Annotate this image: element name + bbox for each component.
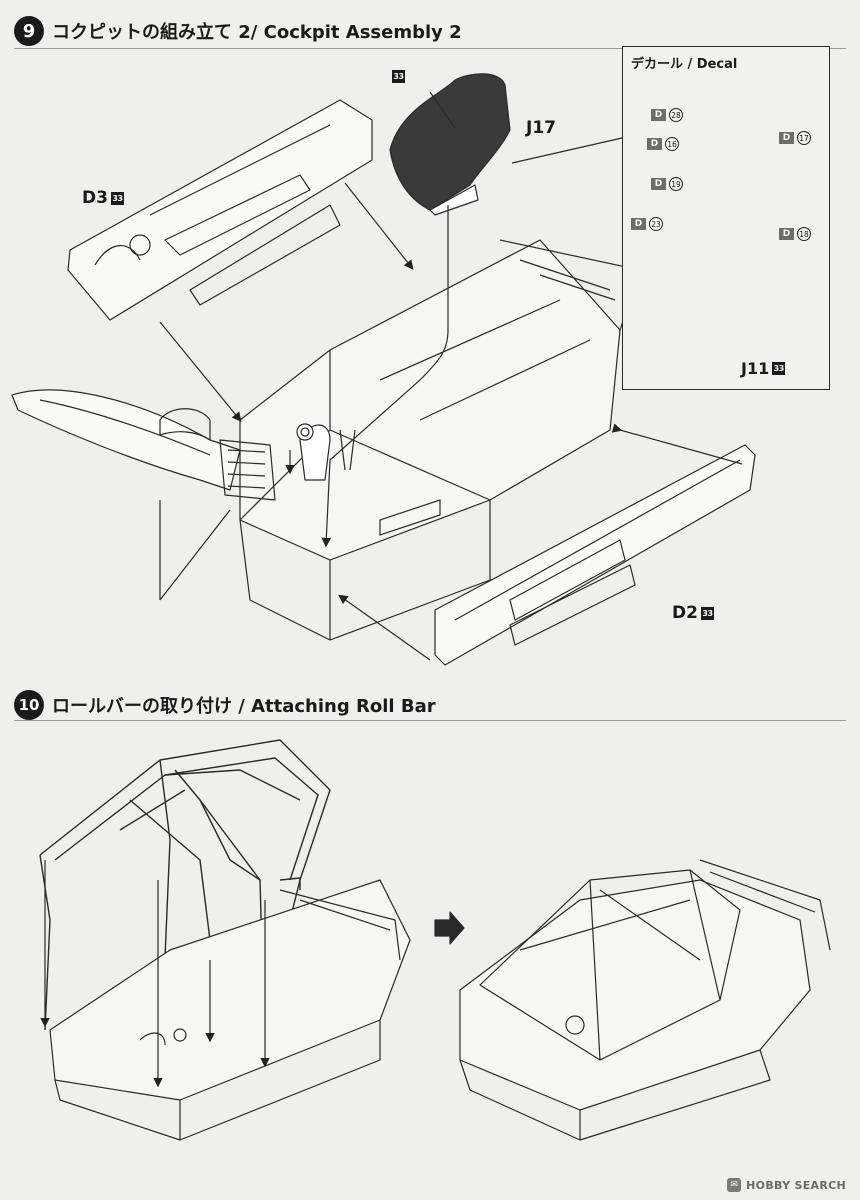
decal-tag: D 28: [651, 108, 683, 122]
step-9-header: 9 コクピットの組み立て 2/ Cockpit Assembly 2: [14, 16, 462, 46]
decal-letter: D: [779, 228, 794, 240]
decal-tag: D 17: [779, 131, 811, 145]
decal-title: デカール / Decal: [631, 57, 738, 72]
hobby-search-logo-icon: ✉: [727, 1178, 742, 1192]
step-title: ロールバーの取り付け / Attaching Roll Bar: [52, 696, 436, 717]
decal-number: 18: [797, 227, 811, 241]
decal-letter: D: [651, 109, 666, 121]
chassis-with-rollbar: [459, 859, 831, 1141]
decal-letter: D: [631, 218, 646, 230]
part-badge: 33: [700, 606, 714, 620]
step-title: コクピットの組み立て 2/ Cockpit Assembly 2: [52, 22, 462, 43]
decal-tag: D 16: [647, 137, 679, 151]
part-label-d3-text: D3: [82, 188, 108, 208]
watermark: ✉ HOBBY SEARCH: [727, 1178, 846, 1192]
step-10-header: 10 ロールバーの取り付け / Attaching Roll Bar: [14, 690, 436, 720]
decal-tag: D 19: [651, 177, 683, 191]
part-badge-seat: 33: [392, 70, 405, 83]
part-badge: 33: [110, 191, 124, 205]
part-badge: 33: [392, 70, 405, 83]
part-badge: 33: [772, 362, 786, 375]
decal-number: 28: [669, 108, 683, 122]
part-label-d2-text: D2: [672, 603, 698, 623]
chassis-before-rollbar: [49, 879, 411, 1141]
decal-tag: D 18: [779, 227, 811, 241]
decal-number: 19: [669, 177, 683, 191]
part-label-j11: J11 33: [741, 359, 786, 378]
part-label-j11-text: J11: [741, 359, 770, 378]
dashboard-part: [11, 389, 276, 501]
part-label-j17-text: J17: [526, 118, 556, 138]
watermark-text: HOBBY SEARCH: [746, 1178, 846, 1192]
right-door-panel: [434, 444, 756, 666]
step-number-badge: 10: [14, 690, 44, 720]
header-divider: [14, 48, 846, 49]
part-label-d2: D2 33: [672, 603, 714, 623]
decal-inset-panel: デカール / Decal D 28 D 16 D 17 D 19 D 23 D …: [622, 46, 830, 390]
step-number-badge: 9: [14, 16, 44, 46]
decal-letter: D: [651, 178, 666, 190]
decal-number: 16: [665, 137, 679, 151]
decal-number: 23: [649, 217, 663, 231]
decal-letter: D: [779, 132, 794, 144]
decal-number: 17: [797, 131, 811, 145]
part-label-d3: D3 33: [82, 188, 124, 208]
left-door-panel: [67, 99, 373, 321]
decal-tag: D 23: [631, 217, 663, 231]
header-divider: [14, 720, 846, 721]
seat-j17: [389, 73, 511, 216]
decal-letter: D: [647, 138, 662, 150]
part-label-j17: J17: [526, 118, 556, 138]
